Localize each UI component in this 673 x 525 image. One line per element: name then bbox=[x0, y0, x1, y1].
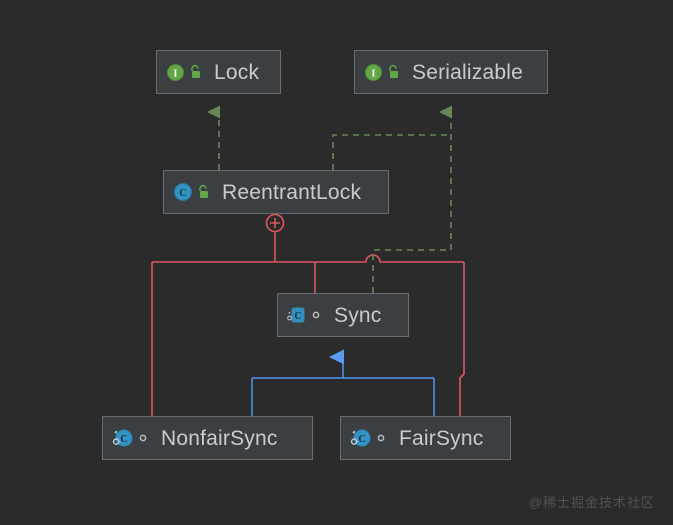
svg-text:I: I bbox=[174, 68, 178, 79]
edge-generalization-lines bbox=[251, 349, 435, 416]
static-class-icon: C bbox=[350, 429, 371, 447]
static-class-icon: C bbox=[112, 429, 133, 447]
interface-icon: I bbox=[167, 63, 184, 81]
watermark-text: @稀土掘金技术社区 bbox=[528, 495, 655, 510]
edge-reentrantlock-implements-serializable bbox=[332, 134, 451, 170]
expand-inner-classes-toggle[interactable] bbox=[265, 213, 285, 233]
svg-text:I: I bbox=[372, 68, 376, 79]
node-icons-serializable: I bbox=[364, 63, 400, 82]
class-icon: C bbox=[174, 183, 192, 201]
svg-text:C: C bbox=[120, 434, 127, 445]
package-private-icon bbox=[312, 311, 320, 319]
unlocked-padlock-icon bbox=[191, 64, 200, 78]
unlocked-padlock-icon bbox=[199, 184, 208, 198]
svg-text:C: C bbox=[358, 434, 365, 445]
class-node-serializable[interactable]: I Serializable bbox=[354, 50, 548, 94]
node-icons-reentrantlock: C bbox=[173, 182, 210, 202]
node-icons-nonfairsync: C bbox=[112, 428, 149, 448]
package-private-icon bbox=[377, 434, 385, 442]
class-node-label: Sync bbox=[334, 303, 382, 327]
abstract-class-icon: C bbox=[287, 307, 305, 323]
svg-text:C: C bbox=[294, 311, 301, 322]
class-node-label: ReentrantLock bbox=[222, 180, 362, 204]
class-node-label: Lock bbox=[214, 60, 260, 84]
svg-text:C: C bbox=[179, 188, 186, 199]
unlocked-padlock-icon bbox=[389, 64, 398, 78]
class-node-sync[interactable]: C Sync bbox=[277, 293, 409, 337]
node-icons-lock: I bbox=[166, 63, 202, 82]
class-node-nonfairsync[interactable]: C NonfairSync bbox=[102, 416, 313, 460]
inner-class-drop-fairsync bbox=[459, 262, 465, 416]
interface-icon: I bbox=[365, 63, 382, 81]
class-node-label: Serializable bbox=[412, 60, 523, 84]
inner-class-bus bbox=[152, 254, 464, 263]
class-node-lock[interactable]: I Lock bbox=[156, 50, 281, 94]
package-private-icon bbox=[139, 434, 147, 442]
class-node-reentrantlock[interactable]: C ReentrantLock bbox=[163, 170, 389, 214]
class-node-fairsync[interactable]: C FairSync bbox=[340, 416, 511, 460]
class-node-label: NonfairSync bbox=[161, 426, 278, 450]
node-icons-sync: C bbox=[287, 305, 322, 325]
class-node-label: FairSync bbox=[399, 426, 484, 450]
node-icons-fairsync: C bbox=[350, 428, 387, 448]
